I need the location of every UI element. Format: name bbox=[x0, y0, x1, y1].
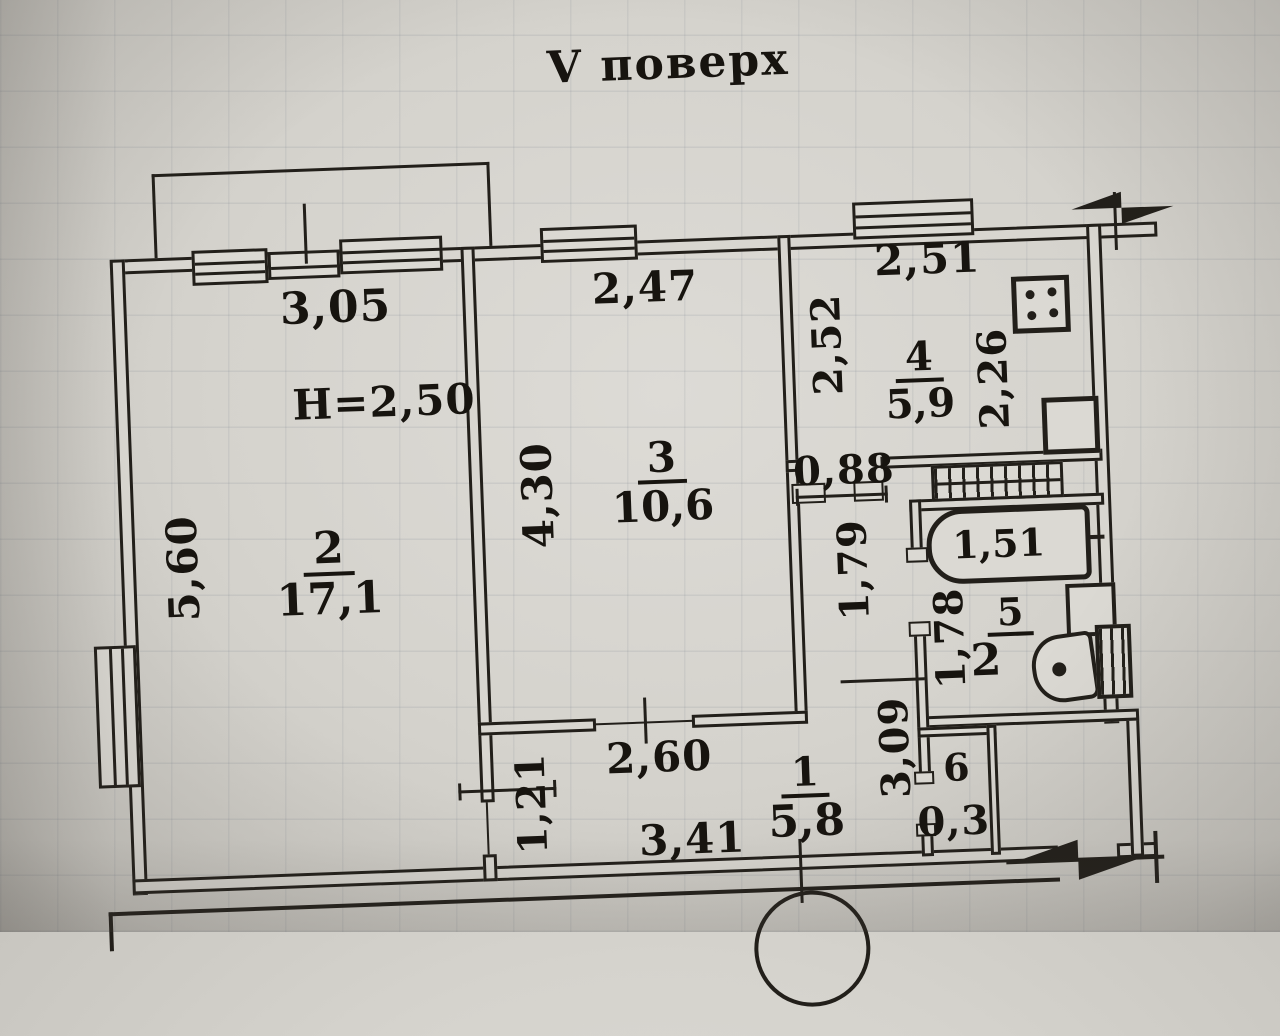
dim-hall-lower-width: 3,41 bbox=[638, 812, 747, 866]
closet-number: 6 bbox=[942, 744, 972, 791]
window-room3 bbox=[539, 224, 638, 264]
wall-room3-bottom-right bbox=[691, 710, 809, 728]
window-room2-right-pane bbox=[339, 235, 444, 275]
wall-room2-right bbox=[460, 246, 495, 803]
hall-label: 1 5,8 bbox=[766, 747, 846, 848]
dim-line-corridor-split bbox=[840, 677, 925, 684]
dim-room3-depth: 4,30 bbox=[511, 441, 564, 550]
wall-break-arrow-icon bbox=[1071, 191, 1174, 224]
bathroom-number: 5 bbox=[986, 589, 1035, 637]
dim-room3-width: 2,47 bbox=[591, 260, 700, 314]
door-swing-circle bbox=[752, 888, 873, 1009]
door-threshold-room2 bbox=[485, 802, 490, 855]
wall-exterior-left bbox=[109, 259, 148, 896]
scanned-floor-plan-page: { "title": "V поверх", "ceiling_height":… bbox=[0, 0, 1280, 1009]
dim-corridor-lower: 3,09 bbox=[869, 695, 921, 799]
kitchen-label: 4 5,9 bbox=[883, 332, 957, 429]
window-room2-left-pane bbox=[191, 248, 269, 286]
room3-label: 3 10,6 bbox=[609, 431, 716, 533]
hall-number: 1 bbox=[780, 748, 830, 799]
dim-end-hall-left-a bbox=[458, 783, 462, 801]
dim-corridor-opening: 0,88 bbox=[792, 444, 896, 496]
wall-room2-right-below-door bbox=[482, 854, 498, 882]
wall-room3-bottom-left bbox=[477, 718, 597, 736]
dim-kitchen-depth-right: 2,26 bbox=[968, 327, 1019, 431]
dim-closet-width: 0,3 bbox=[916, 796, 991, 847]
dim-bath-width: 1,78 bbox=[924, 586, 976, 690]
dim-corridor-upper: 1,79 bbox=[828, 518, 879, 622]
dim-room2-width: 3,05 bbox=[279, 280, 393, 336]
hall-area: 5,8 bbox=[767, 794, 846, 848]
dim-hall-upper-width: 2,60 bbox=[605, 730, 714, 784]
window-room2-side bbox=[93, 645, 141, 789]
bathroom-label: 5 2 bbox=[970, 588, 1036, 686]
bathroom-area: 2 bbox=[969, 634, 1003, 687]
room2-number: 2 bbox=[302, 522, 355, 577]
wall-closet-top bbox=[917, 724, 997, 738]
kitchen-area: 5,9 bbox=[884, 378, 957, 429]
bathtub-tap bbox=[1088, 534, 1105, 540]
toilet-tank-icon bbox=[1094, 623, 1134, 699]
dim-kitchen-width: 2,51 bbox=[873, 232, 982, 286]
room3-area: 10,6 bbox=[611, 479, 716, 533]
stove-icon bbox=[1010, 274, 1071, 334]
dim-room2-depth: 5,60 bbox=[156, 514, 210, 623]
ceiling-height-note: H=2,50 bbox=[291, 374, 477, 430]
wall-exterior-bottom bbox=[132, 845, 1059, 895]
room2-label: 2 17,1 bbox=[274, 521, 385, 627]
vent-grille-icon bbox=[930, 461, 1064, 502]
page-title: V поверх bbox=[545, 33, 791, 94]
room2-area: 17,1 bbox=[275, 571, 385, 627]
room3-number: 3 bbox=[635, 432, 687, 485]
dim-hall-left-depth: 1,21 bbox=[506, 752, 558, 856]
kitchen-sink-icon bbox=[1041, 395, 1101, 455]
dim-kitchen-depth-left: 2,52 bbox=[801, 293, 853, 397]
dim-bathtub-length: 1,51 bbox=[951, 519, 1046, 568]
floor-plan-drawing: V поверх bbox=[93, 33, 1174, 1009]
kitchen-number: 4 bbox=[894, 333, 944, 384]
entrance-arrow-icon bbox=[1006, 830, 1165, 883]
bath-door-jamb-top bbox=[905, 547, 929, 563]
